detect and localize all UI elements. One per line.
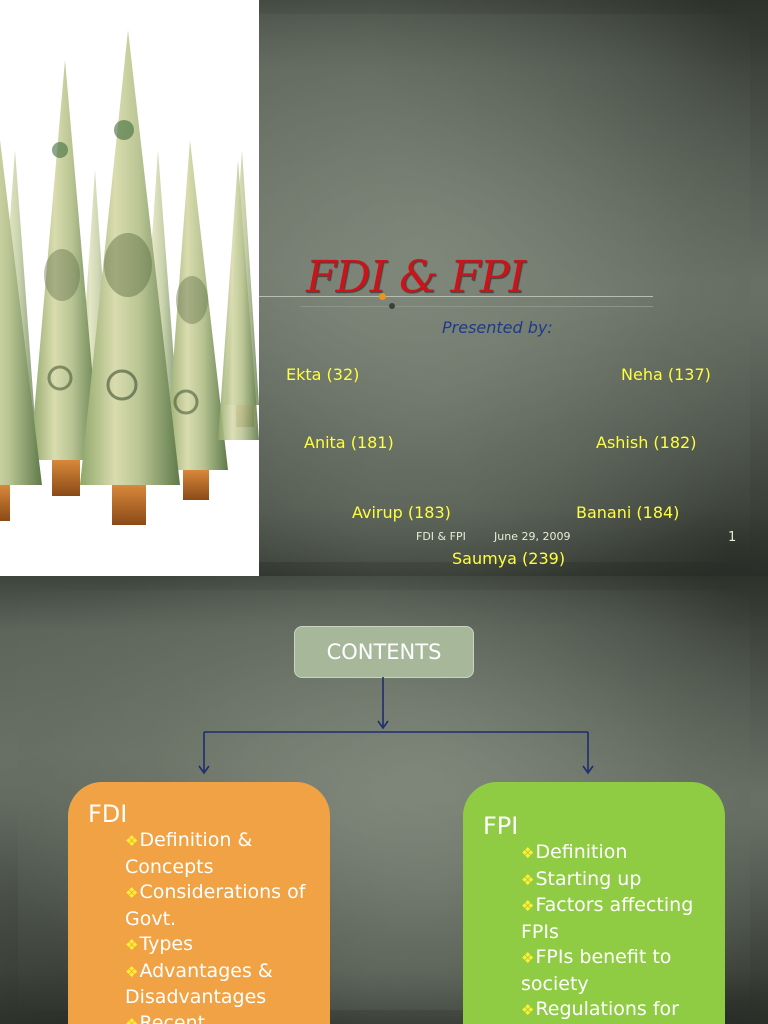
footer-date: June 29, 2009 xyxy=(494,530,571,543)
title-slide: FDI & FPI Presented by: Ekta (32) Neha (… xyxy=(0,0,768,576)
diamond-bullet-icon: ❖ xyxy=(125,832,139,850)
decorative-dot xyxy=(379,293,386,300)
connector-arrows xyxy=(198,677,594,775)
list-item: ❖Regulations for xyxy=(521,998,679,1020)
diamond-bullet-icon: ❖ xyxy=(521,1001,535,1019)
list-item: ❖Definition & Concepts xyxy=(125,829,253,878)
footer-title: FDI & FPI xyxy=(416,530,466,543)
list-item: ❖Advantages & Disadvantages xyxy=(125,959,273,1009)
list-item: ❖Recent xyxy=(125,1011,320,1024)
member-name: Avirup (183) xyxy=(352,503,451,522)
presented-by-label: Presented by: xyxy=(442,318,553,337)
fpi-topic-list: ❖Definition ❖Starting up ❖Factors affect… xyxy=(521,840,719,1024)
diamond-bullet-icon: ❖ xyxy=(521,949,535,967)
diamond-bullet-icon: ❖ xyxy=(125,962,139,981)
diamond-bullet-icon: ❖ xyxy=(521,844,535,862)
title-underline xyxy=(259,296,653,297)
contents-label: CONTENTS xyxy=(326,640,442,664)
title-underline-secondary xyxy=(300,306,653,307)
page-number: 1 xyxy=(728,530,737,545)
member-name: Anita (181) xyxy=(304,433,394,452)
contents-slide: CONTENTS FDI ❖Definition & Concepts ❖Con… xyxy=(0,576,768,1024)
fdi-card: FDI ❖Definition & Concepts ❖Consideratio… xyxy=(68,782,330,1024)
member-name: Ashish (182) xyxy=(596,433,697,452)
fdi-topic-list: ❖Definition & Concepts ❖Considerations o… xyxy=(125,828,320,1024)
fpi-card: FPI ❖Definition ❖Starting up ❖Factors af… xyxy=(463,782,725,1024)
money-trees-image xyxy=(0,0,259,576)
diamond-bullet-icon: ❖ xyxy=(125,936,139,954)
list-item: ❖Factors affecting FPIs xyxy=(521,894,694,943)
fpi-title: FPI xyxy=(483,812,519,840)
diamond-bullet-icon: ❖ xyxy=(125,1014,139,1024)
diamond-bullet-icon: ❖ xyxy=(125,884,139,902)
list-item: ❖Starting up xyxy=(521,867,642,890)
diamond-bullet-icon: ❖ xyxy=(521,897,535,915)
fdi-title: FDI xyxy=(88,800,128,828)
member-name: Banani (184) xyxy=(576,503,680,522)
diamond-bullet-icon: ❖ xyxy=(521,870,535,889)
member-name: Ekta (32) xyxy=(286,365,360,384)
contents-box: CONTENTS xyxy=(294,626,474,678)
list-item: ❖Definition xyxy=(521,841,628,863)
member-name: Neha (137) xyxy=(621,365,711,384)
slide-title: FDI & FPI xyxy=(306,252,526,303)
list-item: ❖FPIs benefit to society xyxy=(521,946,672,995)
list-item: ❖Considerations of Govt. xyxy=(125,881,306,930)
member-name: Saumya (239) xyxy=(452,549,566,568)
decorative-dot xyxy=(389,303,395,309)
list-item: ❖Types xyxy=(125,933,193,955)
